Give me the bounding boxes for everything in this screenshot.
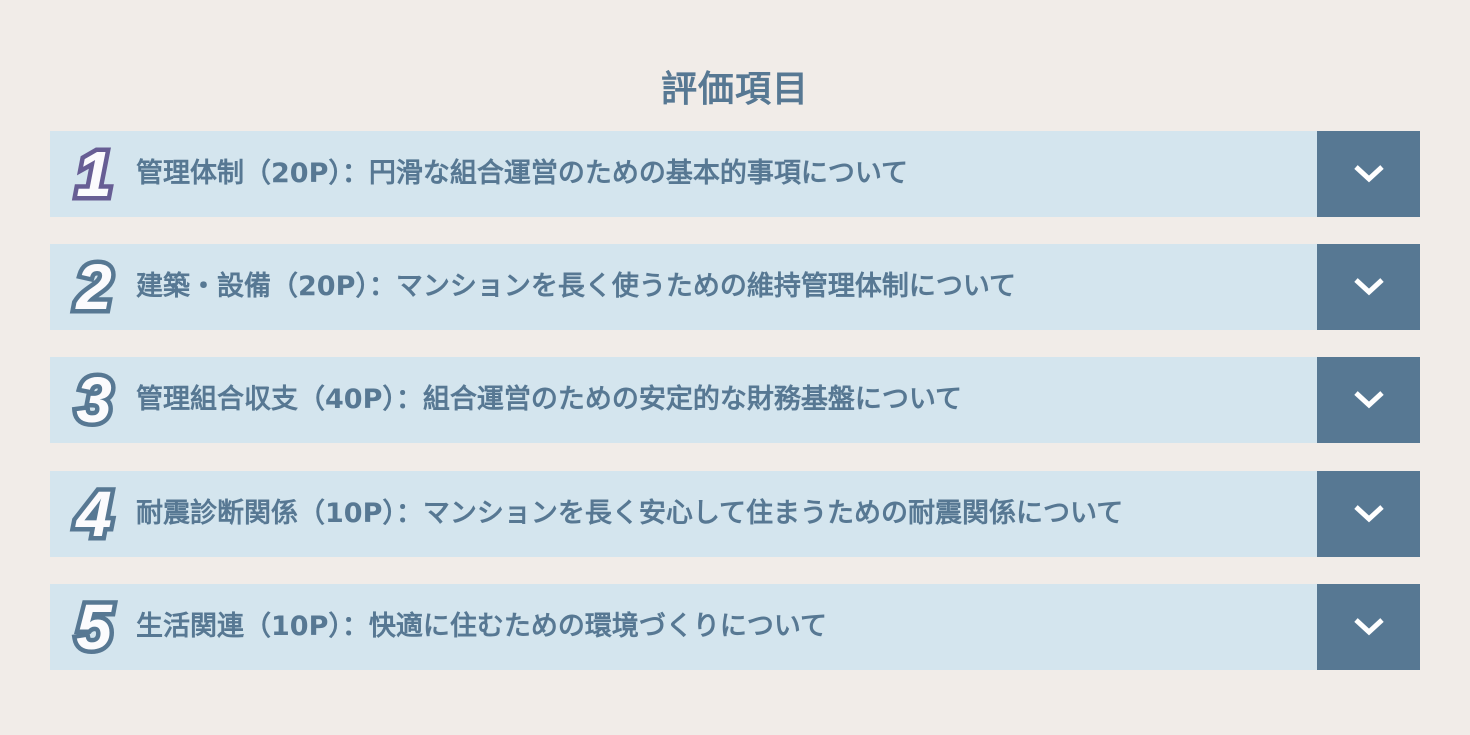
expand-button[interactable]	[1317, 584, 1420, 670]
section-title: 評価項目	[660, 69, 809, 110]
item-number: 2	[72, 247, 117, 328]
item-label: 耐震診断関係（10P）：マンションを長く安心して住まうための耐震関係について	[136, 498, 1124, 529]
expand-button[interactable]	[1317, 244, 1420, 330]
item-number: 1	[72, 134, 117, 215]
item-label: 管理体制（20P）：円滑な組合運営のための基本的事項について	[136, 158, 909, 189]
accordion-item-2[interactable]: 2 建築・設備（20P）：マンションを長く使うための維持管理体制について	[50, 244, 1420, 330]
chevron-down-icon	[1354, 618, 1384, 636]
chevron-down-icon	[1354, 505, 1384, 523]
chevron-down-icon	[1354, 165, 1384, 183]
expand-button[interactable]	[1317, 357, 1420, 443]
accordion-item-4[interactable]: 4 耐震診断関係（10P）：マンションを長く安心して住まうための耐震関係について	[50, 471, 1420, 557]
chevron-down-icon	[1354, 278, 1384, 296]
expand-button[interactable]	[1317, 131, 1420, 217]
item-number: 3	[72, 360, 117, 441]
accordion-item-5[interactable]: 5 生活関連（10P）：快適に住むための環境づくりについて	[50, 584, 1420, 670]
item-label: 管理組合収支（40P）：組合運営のための安定的な財務基盤について	[136, 384, 963, 415]
accordion-item-1[interactable]: 1 管理体制（20P）：円滑な組合運営のための基本的事項について	[50, 131, 1420, 217]
accordion-item-3[interactable]: 3 管理組合収支（40P）：組合運営のための安定的な財務基盤について	[50, 357, 1420, 443]
expand-button[interactable]	[1317, 471, 1420, 557]
item-number: 5	[72, 587, 117, 668]
item-label: 建築・設備（20P）：マンションを長く使うための維持管理体制について	[136, 271, 1017, 302]
chevron-down-icon	[1354, 391, 1384, 409]
item-label: 生活関連（10P）：快適に住むための環境づくりについて	[136, 611, 828, 642]
item-number: 4	[72, 474, 117, 555]
